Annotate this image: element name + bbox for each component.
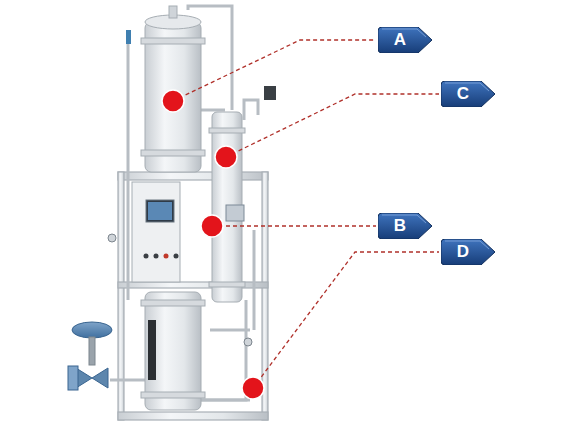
tag-outline — [441, 81, 495, 107]
evaporator-column — [141, 6, 205, 172]
tag-outline — [441, 239, 495, 265]
separator-column — [209, 112, 245, 302]
callout-letter: A — [394, 30, 406, 50]
callout-tag: D — [441, 239, 495, 265]
callout-tag: C — [441, 81, 495, 107]
control-valve — [68, 322, 112, 390]
marker-dots — [162, 90, 264, 399]
callout-letter: C — [457, 84, 469, 104]
preheater-column — [141, 292, 205, 410]
callout-tag: A — [378, 27, 432, 53]
instruments — [108, 30, 276, 346]
callout-letter: B — [394, 216, 406, 236]
callout-tag: B — [378, 213, 432, 239]
tag-outline — [378, 213, 432, 239]
leader-lines — [173, 40, 439, 388]
control-panel — [132, 182, 180, 282]
frame — [118, 172, 268, 420]
tag-outline — [378, 27, 432, 53]
callout-letter: D — [457, 242, 469, 262]
